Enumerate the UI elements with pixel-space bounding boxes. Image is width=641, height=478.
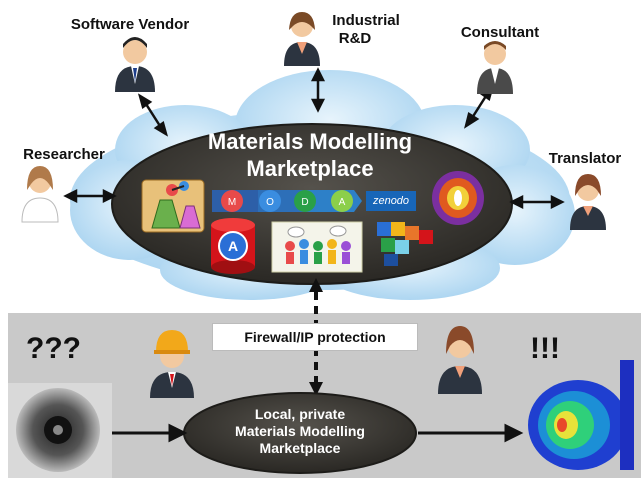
label-translator: Translator	[548, 150, 622, 167]
avatar-software-vendor	[115, 37, 155, 92]
avatar-consultant	[477, 41, 513, 94]
moda-d-circle	[294, 190, 316, 212]
avatar-translator	[570, 174, 606, 230]
local-title-line1: Local, private	[254, 406, 346, 422]
label-software-vendor: Software Vendor	[70, 16, 190, 33]
moda-workflow: M O D A	[212, 190, 362, 212]
flow-arrows	[108, 423, 524, 443]
local-title-line2: Materials Modelling	[235, 423, 365, 439]
puzzle-icon	[377, 222, 433, 266]
moda-a: A	[339, 197, 346, 208]
moda-d: D	[301, 197, 308, 208]
chemistry-lab-icon	[141, 179, 205, 233]
avatar-researcher	[21, 166, 59, 223]
jet-engine-photo	[8, 383, 112, 478]
local-marketplace-title: Local, private Materials Modelling Marke…	[188, 406, 412, 457]
zenodo-logo: zenodo	[366, 191, 416, 211]
exclamation-marks: !!!	[530, 332, 560, 365]
label-industrial: Industrial	[332, 12, 400, 29]
community-people-icon	[271, 221, 363, 273]
marketplace-title-line1: Materials Modelling	[207, 129, 413, 154]
question-marks: ???	[26, 332, 81, 365]
local-title-line3: Marketplace	[259, 440, 341, 456]
moda-o: O	[266, 197, 274, 208]
firewall-label: Firewall/IP protection	[212, 323, 418, 351]
label-rd: R&D	[338, 30, 372, 47]
moda-m-circle	[221, 190, 243, 212]
avatar-engineer-hardhat	[150, 330, 194, 398]
moda-a-circle	[331, 190, 353, 212]
avatar-industrial-rd	[284, 12, 320, 66]
marketplace-title-line2: Marketplace	[246, 156, 374, 181]
avatar-local-woman	[438, 326, 482, 394]
engine-simulation-image	[528, 360, 634, 470]
svg-text:A: A	[228, 238, 238, 254]
moda-m: M	[228, 197, 236, 208]
molecular-orbital-icon	[432, 171, 484, 225]
moda-o-circle	[259, 190, 281, 212]
app-store-icon: A	[211, 218, 255, 274]
marketplace-title: Materials Modelling Marketplace	[160, 128, 460, 182]
label-researcher: Researcher	[23, 146, 105, 163]
label-consultant: Consultant	[460, 24, 540, 41]
